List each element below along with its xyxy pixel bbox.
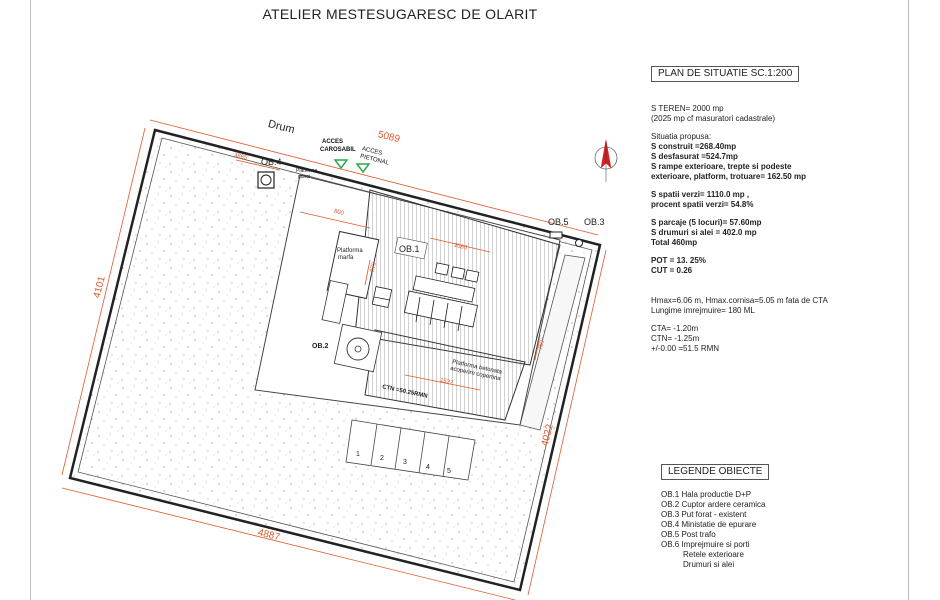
legend-panel: LEGENDE OBIECTE OB.1 Hala productie D+P … [661,464,881,570]
legend-item-ob2: OB.2 Cuptor ardere ceramica [661,500,766,509]
north-arrow-icon [594,139,618,182]
plan-title: PLAN DE SITUATIE SC.1:200 [651,66,800,82]
small-dim-5: 3865 [233,153,248,162]
parking-number-1: 1 [356,451,360,458]
frame-right-line [908,0,909,600]
pedestrian-access-arrow [355,163,371,174]
access-vehicle-label-2: CAROSABIL [320,147,356,153]
frame-left-line [30,0,31,600]
dimension-lines [61,119,607,600]
s-construit: S construit =268.40mp [651,142,737,151]
ob2-kiln-circle [346,337,370,361]
legend-title: LEGENDE OBIECTE [661,464,770,480]
ob3-label: OB.3 [584,217,605,227]
equipment-grid [371,262,480,332]
ob4-label: OB.4 [261,157,282,167]
ob5-trafo [549,231,563,239]
total: Total 460mp [651,238,698,247]
platform-top-label-2: gunoi [298,174,310,180]
cut: CUT = 0.26 [651,266,693,275]
road-label: Drum [267,118,296,136]
drawing-title: ATELIER MESTESUGARESC DE OLARIT [262,6,538,22]
vehicle-access-arrow [333,159,349,170]
s-desfasurat: S desfasurat =524.7mp [651,152,738,161]
covered-platform [364,329,526,421]
ob4-station-circle [260,174,272,186]
ob4-station-box [257,171,275,189]
ob2-kiln-area [333,323,383,373]
site-plan-drawing: Drum 5089 4101 4022 4887 ACCES CAROSABIL… [61,118,618,600]
platform-top-label-1: Platforma [296,168,318,174]
legend-item-ob5: OB.5 Post trafo [661,530,716,539]
s-spatii-verzi: S spatii verzi= 1110.0 mp , [651,190,750,199]
side-road-strip [519,254,586,431]
s-rampe-2: exterioare, platform, trotuare= 162.50 m… [651,172,806,181]
legend-subitem-networks: Retele exterioare [683,550,744,559]
legend-item-ob4: OB.4 Ministatie de epurare [661,520,757,529]
zero-level: +/-0.00 =51.5 RMN [651,344,720,353]
small-dim-0: 800 [333,209,345,217]
ob1-label-box [394,236,428,260]
small-dimension-labels: 800 2080 1527 870 750 3865 [233,153,546,387]
situatia-title: Situatia propusa: [651,132,712,141]
ob1-label: OB.1 [399,244,420,254]
legend-subitem-roads: Drumuri si alei [683,560,735,569]
dim-left-label: 4101 [92,275,108,300]
hmax: Hmax=6.06 m, Hmax.cornisa=5.05 m fata de… [651,296,828,305]
s-teren-note: (2025 mp cf masuratori cadastrale) [651,114,776,123]
s-teren: S TEREN= 2000 mp [651,104,724,113]
parking-number-3: 3 [403,459,407,466]
ob5-label: OB.5 [548,217,569,227]
s-parcaje: S parcaje (5 locuri)= 57.60mp [651,218,762,227]
parking-numbers: 1 2 3 4 5 [356,451,451,475]
small-dim-3: 870 [370,261,378,273]
legend-item-ob3: OB.3 Put forat - existent [661,510,747,519]
legend-item-ob1: OB.1 Hala productie D+P [661,490,752,499]
s-rampe-1: S rampe exterioare, trepte si podeste [651,162,792,171]
parking-number-5: 5 [447,468,451,475]
ctn: CTN= -1.25m [651,334,700,343]
dim-bottom-label: 4887 [257,527,282,543]
dim-right-label: 4022 [540,423,556,448]
platform-goods-label-1: Platforma [337,248,363,254]
lungime: Lungime imrejmuire= 180 ML [651,306,755,315]
platform-left-block [321,280,349,324]
small-dim-1: 2080 [453,243,468,252]
small-dim-2: 1527 [439,378,454,387]
access-pedestrian-label-1: ACCES [361,146,383,157]
s-drumuri: S drumuri si alei = 402.0 mp [651,228,757,237]
access-vehicle-label-1: ACCES [322,139,343,145]
access-pedestrian-label-2: PIETONAL [359,154,390,167]
ob2-kiln-inner [354,345,362,353]
parking-area [345,419,476,481]
cta: CTA= -1.20m [651,324,699,333]
small-dim-4: 750 [538,339,546,351]
pot: POT = 13. 25% [651,256,706,265]
ob2-label: OB.2 [312,343,328,350]
ob3-well [575,239,583,247]
platform-goods-label-2: marfa [338,255,354,261]
parking-number-2: 2 [380,455,384,462]
legend-item-ob6: OB.6 Imprejmuire si porti [661,540,750,549]
info-panel: PLAN DE SITUATIE SC.1:200 S TEREN= 2000 … [651,66,891,354]
dim-top-label: 5089 [377,129,402,145]
procent-verzi: procent spatii verzi= 54.8% [651,200,754,209]
parking-number-4: 4 [426,464,430,471]
